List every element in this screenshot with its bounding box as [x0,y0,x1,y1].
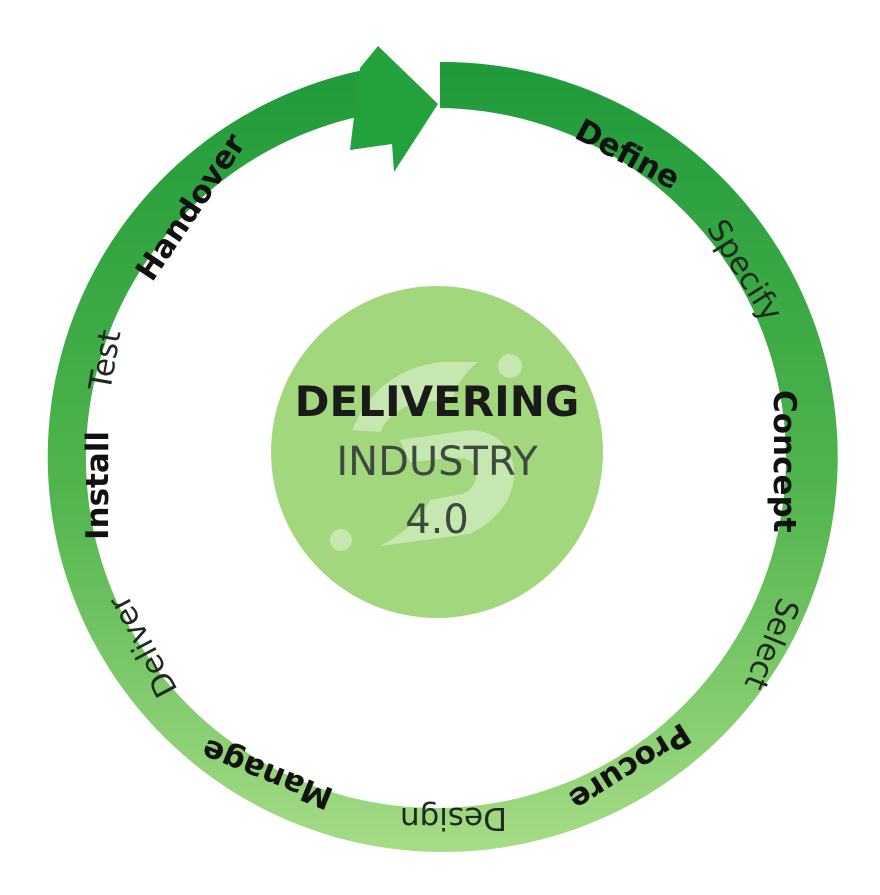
center-title: DELIVERING [295,377,580,426]
stage-label-design: Design [400,800,507,836]
stage-label-concept: Concept [766,390,802,533]
stage-label-install: Install [80,431,116,540]
center-subtitle: INDUSTRY [336,439,538,485]
cycle-arrow-head [350,46,438,172]
center-badge: DELIVERING INDUSTRY 4.0 [271,286,603,618]
center-version: 4.0 [405,497,469,543]
logo-mark-icon [330,354,522,551]
process-ring [47,46,838,852]
